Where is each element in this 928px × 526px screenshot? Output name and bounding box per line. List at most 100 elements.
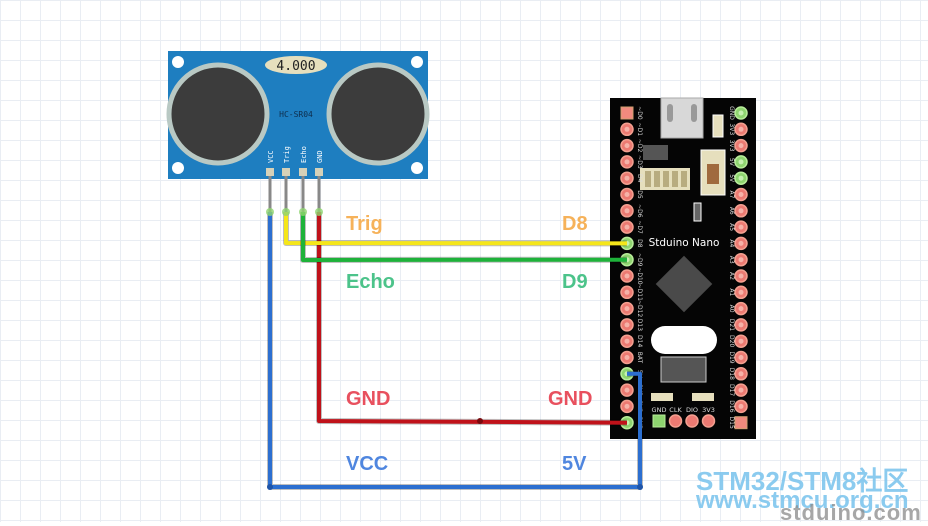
- resistor: [681, 171, 687, 187]
- pin-label-right-a3: A3: [728, 256, 735, 264]
- pin-label-right-a5: A5: [728, 223, 735, 231]
- sensor-pin-leg-gnd[interactable]: [317, 176, 321, 212]
- sensor-pin-pad-gnd: [315, 168, 323, 176]
- distance-display: [265, 56, 327, 74]
- pin-label-right-gnd: GND: [728, 106, 735, 120]
- connection-dot: [282, 208, 290, 216]
- wire-vcc-5v[interactable]: [268, 212, 642, 489]
- watermark-stduino: stduino.com: [780, 500, 922, 525]
- smd-component: [692, 393, 714, 401]
- watermark-url: www.stmcu.org.cn: [696, 487, 909, 514]
- label-gnd-sensor: GND: [346, 388, 391, 410]
- watermark-community: STM32/STM8社区: [696, 466, 909, 496]
- pin-hole: [738, 143, 744, 149]
- label-trig: Trig: [346, 213, 383, 235]
- pin-hole: [738, 257, 744, 263]
- header-pin-gnd[interactable]: [652, 414, 666, 428]
- stduino-nano-board[interactable]: Stduino Nano ~D0~D1~D2~D3D4D5~D6~D7D8~D9…: [610, 97, 756, 439]
- mount-hole: [411, 56, 423, 68]
- pin-label-right-a0: A0: [728, 305, 735, 313]
- wire-echo-d9[interactable]: [301, 212, 628, 262]
- pin-label-right-d19: D19: [728, 351, 735, 363]
- label-vcc: VCC: [346, 453, 389, 475]
- pin-hole: [738, 192, 744, 197]
- pin-label-left-d7: ~D7: [636, 220, 643, 234]
- pin-label-left-d1: ~D1: [636, 123, 643, 137]
- pin-hole: [738, 175, 744, 181]
- pin-label-right-d16: D16: [728, 400, 735, 412]
- wire-vcc-5v-shadow: [267, 212, 643, 490]
- pin-left-d0[interactable]: [620, 106, 634, 120]
- pin-hole: [624, 175, 630, 181]
- pin-hole: [738, 403, 744, 409]
- pin-label-right-3v3: 3V3: [728, 140, 735, 152]
- header-label-clk: CLK: [669, 406, 682, 414]
- pin-label-left-d8: D8: [636, 239, 643, 248]
- distance-readout: 4.000: [276, 59, 315, 74]
- pin-label-left-d5: D5: [636, 190, 643, 199]
- resistor: [654, 171, 660, 187]
- pin-hole: [624, 126, 630, 132]
- pin-right-d15[interactable]: [734, 416, 748, 430]
- pin-hole: [738, 208, 744, 214]
- pin-label-left-d2: ~D2: [636, 139, 643, 153]
- pin-label-right-d21: D21: [728, 319, 735, 331]
- pin-label-left-d6: ~D6: [636, 204, 643, 218]
- smd-component: [651, 393, 673, 401]
- header-pin-3v3[interactable]: [701, 414, 716, 428]
- pin-hole: [624, 306, 630, 312]
- led: [693, 202, 702, 222]
- pin-label-left-d13: D13: [636, 319, 643, 331]
- wire-gnd-gnd[interactable]: [317, 212, 628, 425]
- connection-dot: [315, 208, 323, 216]
- resistor: [663, 171, 669, 187]
- pin-label-left-d12: ~D12: [636, 300, 643, 317]
- sensor-model-label: HC-SR04: [279, 110, 313, 119]
- header-pin-dio[interactable]: [685, 414, 699, 428]
- pin-hole: [624, 289, 630, 295]
- pin-label-right-a4: A4: [728, 239, 735, 247]
- pin-hole: [738, 355, 744, 360]
- pin-label-left-d10: ~D10: [636, 267, 643, 284]
- pin-hole: [624, 273, 630, 279]
- pin-hole: [738, 110, 744, 116]
- header-pin-clk[interactable]: [668, 414, 683, 428]
- pin-label-left-bat: BAT: [636, 352, 643, 364]
- header-label-gnd: GND: [652, 406, 667, 414]
- header-label-dio: DIO: [686, 406, 698, 414]
- transducer-right: [326, 62, 430, 166]
- pin-label-left-d4: D4: [636, 174, 643, 183]
- sensor-pin-label-trig: Trig: [283, 146, 291, 163]
- pin-hole: [624, 322, 630, 328]
- pin-hole: [624, 387, 630, 393]
- sensor-pin-leg-trig[interactable]: [284, 176, 288, 212]
- pin-hole: [738, 387, 744, 393]
- sensor-pin-label-vcc: VCC: [267, 150, 275, 163]
- sensor-pin-leg-echo[interactable]: [301, 176, 305, 212]
- pin-hole: [738, 273, 744, 279]
- sensor-pin-leg-vcc[interactable]: [268, 176, 272, 212]
- label-gnd-board: GND: [548, 388, 593, 410]
- pin-label-right-a2: A2: [728, 272, 735, 280]
- usb-detail: [691, 104, 697, 122]
- resistor: [672, 171, 678, 187]
- resistor: [645, 171, 651, 187]
- pin-label-left-d14: D14: [636, 335, 643, 347]
- usb-detail: [667, 104, 673, 122]
- pin-label-right-a1: A1: [728, 288, 735, 296]
- pin-hole: [624, 338, 630, 344]
- mount-hole: [172, 162, 184, 174]
- label-d8: D8: [562, 213, 588, 235]
- pin-label-right-3v3: 3V3: [728, 123, 735, 135]
- pin-hole: [624, 159, 630, 165]
- smd-component: [712, 114, 724, 138]
- pin-label-left-d3: ~D3: [636, 155, 643, 169]
- wire-trig-d8[interactable]: [284, 212, 628, 246]
- mount-hole: [411, 162, 423, 174]
- wire-junction: [267, 484, 273, 490]
- regulator: [660, 356, 707, 383]
- pin-hole: [738, 289, 744, 295]
- pin-hole: [738, 338, 744, 344]
- pin-hole: [738, 240, 744, 246]
